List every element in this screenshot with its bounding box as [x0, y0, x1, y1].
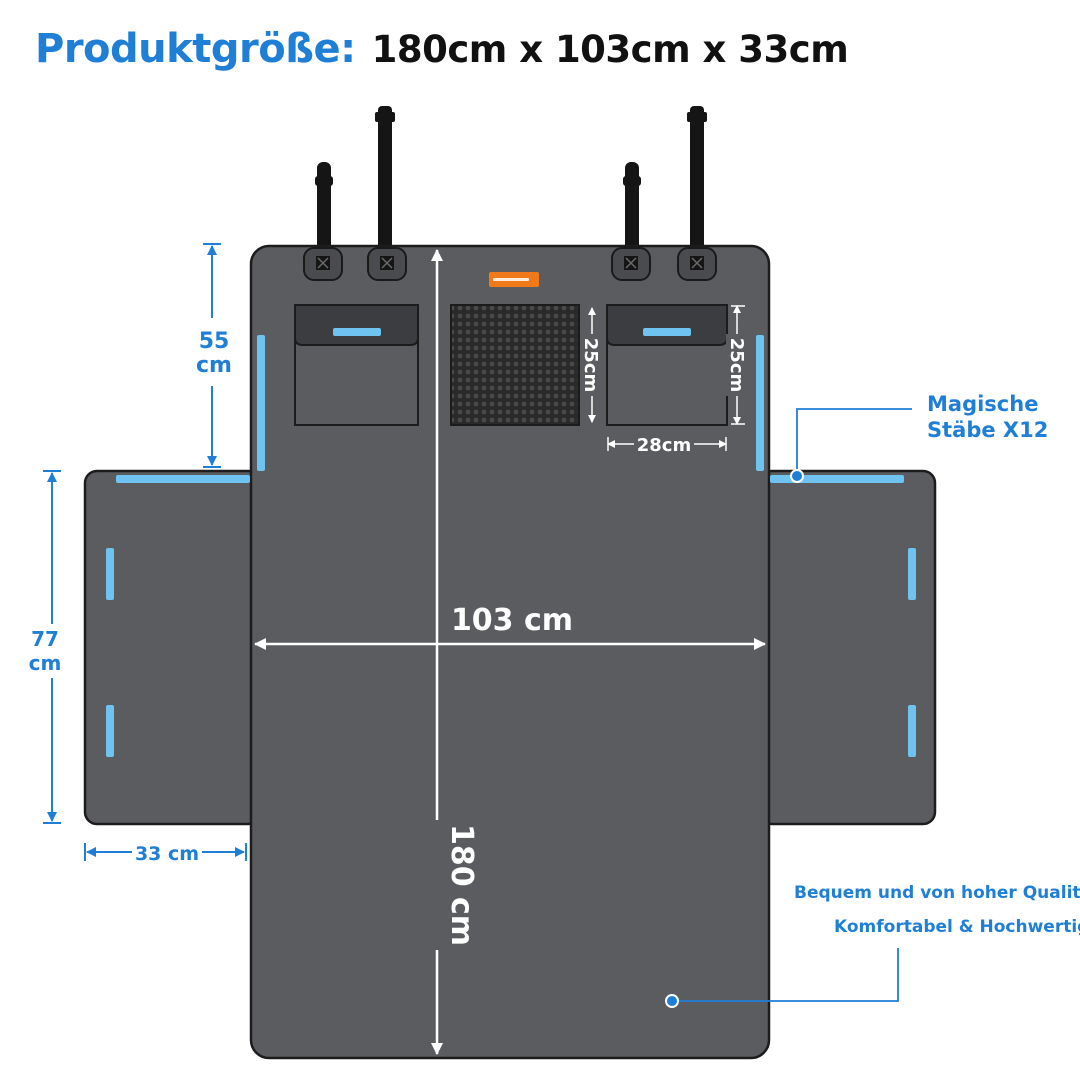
product-size-value: 180cm x 103cm x 33cm [371, 28, 849, 71]
strap-buckle-icon [367, 247, 407, 281]
pocket-height-right-label: 25cm [726, 338, 747, 392]
flap-height-value: 55 [199, 329, 230, 354]
callout-dot-icon [790, 469, 804, 483]
mesh-pocket [450, 304, 580, 426]
quality-line2: Komfortabel & Hochwertig [834, 917, 1080, 937]
main-length-label: 180 cm [444, 824, 479, 946]
callout-dot-icon [665, 994, 679, 1008]
strap-buckle-icon [677, 247, 717, 281]
magic-rods-leader [796, 408, 912, 476]
side-width-label: 33 cm [135, 843, 199, 865]
pocket-height-left-label: 25cm [580, 338, 601, 392]
right-side-flap [758, 469, 937, 826]
flap-height-unit: cm [196, 353, 232, 378]
quality-line1: Bequem und von hoher Qualität [794, 883, 1080, 903]
side-height-unit: cm [29, 651, 62, 675]
magic-rods-line2: Stäbe X12 [927, 418, 1048, 442]
strap-buckle-icon [303, 247, 343, 281]
left-side-flap [83, 469, 262, 826]
side-height-value: 77 [31, 627, 59, 651]
product-size-label: Produktgröße: [35, 26, 356, 72]
page-header: Produktgröße: 180cm x 103cm x 33cm [35, 26, 849, 76]
strap-right-tall [687, 106, 707, 262]
strap-left-tall [375, 106, 395, 262]
magic-rods [106, 335, 916, 757]
strap-buckle-icon [611, 247, 651, 281]
quality-leader [672, 948, 899, 1002]
main-width-label: 103 cm [451, 603, 573, 638]
right-pocket [606, 304, 728, 426]
left-pocket [294, 304, 419, 426]
strap-right-short [623, 162, 641, 262]
strap-left-short [315, 162, 333, 262]
magic-rods-line1: Magische [927, 392, 1038, 416]
pocket-width-label: 28cm [637, 435, 691, 456]
